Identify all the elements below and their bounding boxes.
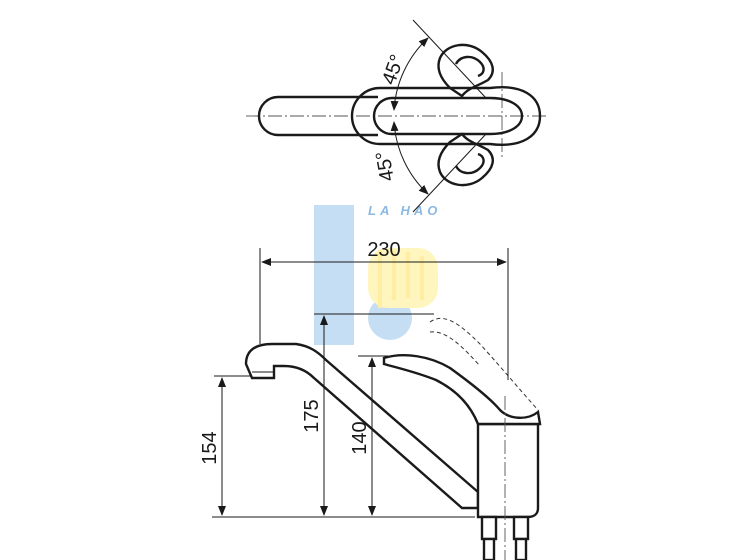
- hose-right-upper: [512, 515, 530, 541]
- plan-lever-body: [350, 86, 542, 146]
- angle-arc-lower: [390, 121, 429, 195]
- plan-handle-upper: [437, 43, 494, 98]
- plan-handle-lower-inner: [454, 152, 485, 175]
- hose-right-lower: [514, 537, 528, 560]
- watermark-blue-bar: [314, 205, 354, 345]
- plan-view: 45° 45°: [246, 19, 548, 213]
- angle-arc-upper: [390, 37, 429, 111]
- dim-height-spout: 154: [199, 431, 221, 464]
- side-supply-hoses: [480, 515, 530, 560]
- angle-label-lower: 45°: [372, 149, 399, 183]
- side-cartridge-body: [476, 422, 540, 519]
- side-lever-raised-phantom: [429, 317, 539, 411]
- watermark-text: LA HAO: [368, 203, 441, 218]
- angle-line-lower: [412, 133, 487, 213]
- dim-height-total: 175: [301, 399, 323, 432]
- plan-lever-slot: [372, 96, 524, 136]
- side-lever-handle: [382, 354, 542, 426]
- hose-left-upper: [480, 515, 498, 541]
- hose-left-lower: [482, 537, 496, 560]
- plan-handle-lower: [437, 132, 494, 187]
- dim-height-body: 140: [349, 421, 371, 454]
- angle-line-upper: [412, 19, 487, 99]
- side-view: 230 154 175 140: [199, 239, 542, 560]
- dim-width-overall: 230: [367, 239, 400, 261]
- watermark-logo: LA HAO: [314, 203, 441, 345]
- angle-label-upper: 45°: [378, 52, 409, 88]
- plan-handle-upper-inner: [454, 55, 485, 78]
- plan-handle-bar: [257, 95, 378, 137]
